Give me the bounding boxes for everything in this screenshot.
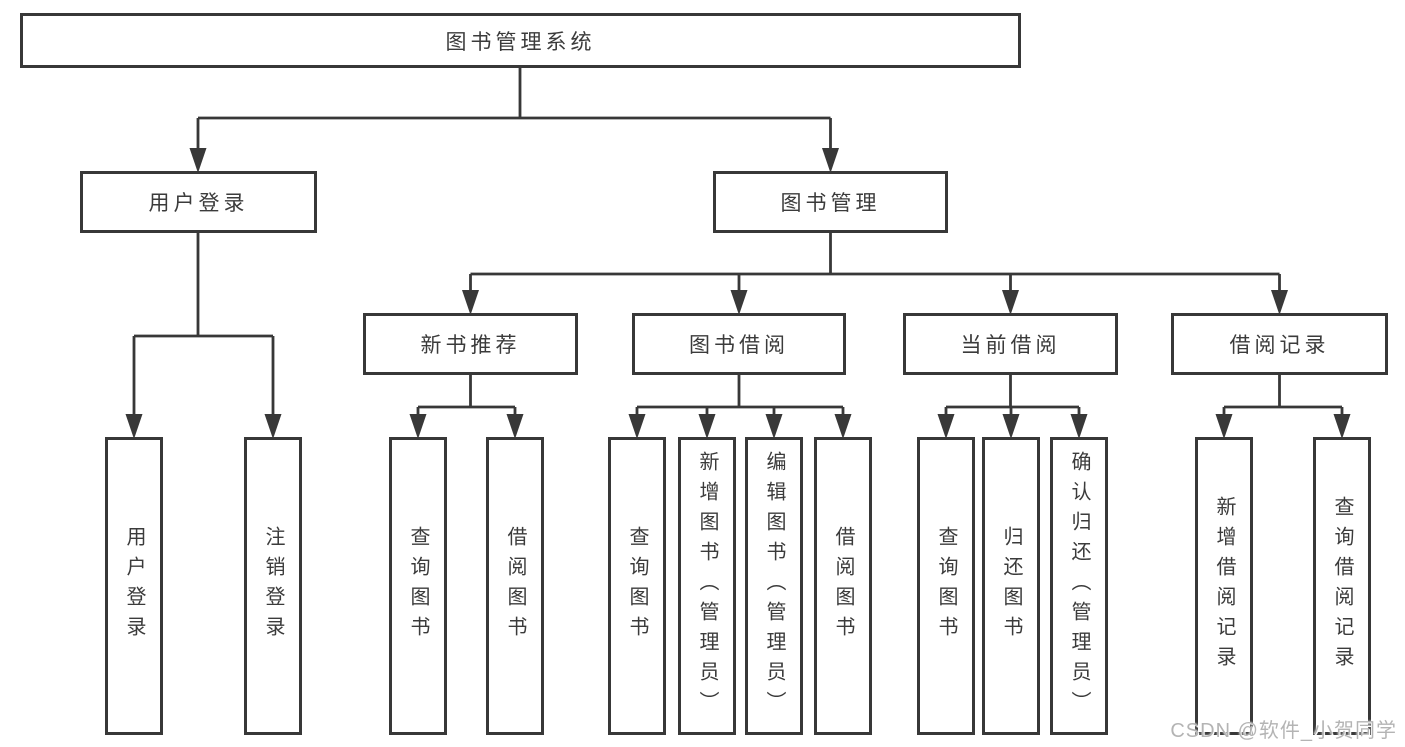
arrowhead: [1070, 414, 1088, 439]
arrowhead: [1333, 414, 1351, 439]
arrowhead: [1002, 414, 1020, 439]
arrowhead: [834, 414, 852, 439]
watermark: CSDN @软件_小贺同学: [1170, 720, 1397, 742]
leaf-borrow-books: 借阅图书: [814, 437, 872, 735]
arrowhead: [189, 148, 207, 173]
arrowhead: [462, 290, 479, 315]
edge-user-login-to-leaves: [125, 233, 282, 439]
leaf-return-books: 归还图书: [982, 437, 1040, 735]
arrowhead: [765, 414, 783, 439]
node-label: 确认归还（管理员）: [1068, 451, 1090, 721]
arrowhead: [1271, 290, 1288, 315]
edge-root-to-level2: [189, 68, 839, 173]
node-label: 用户登录: [123, 526, 145, 646]
leaf-logout: 注销登录: [244, 437, 302, 735]
node-label: 注销登录: [262, 526, 284, 646]
leaf-confirm-return-admin: 确认归还（管理员）: [1050, 437, 1108, 735]
leaf-query-borrow-record: 查询借阅记录: [1313, 437, 1371, 735]
node-label: 新书推荐: [420, 334, 521, 357]
node-new-book-recommendation: 新书推荐: [363, 313, 578, 375]
arrowhead: [125, 414, 143, 439]
edge-book-management-to-level3: [462, 233, 1288, 315]
node-label: 用户登录: [148, 192, 249, 215]
leaf-query-books-current: 查询图书: [917, 437, 975, 735]
node-label: 图书管理: [780, 192, 881, 215]
leaf-query-books-recommend: 查询图书: [389, 437, 447, 735]
node-label: 查询图书: [626, 526, 648, 646]
arrowhead: [506, 414, 524, 439]
node-label: 查询图书: [935, 526, 957, 646]
node-label: 查询图书: [407, 526, 429, 646]
node-label: 归还图书: [1000, 526, 1022, 646]
leaf-query-books-borrow: 查询图书: [608, 437, 666, 735]
node-borrowing-records: 借阅记录: [1171, 313, 1388, 375]
node-label: 图书借阅: [689, 334, 789, 357]
node-book-borrowing: 图书借阅: [632, 313, 846, 375]
arrowhead: [1002, 290, 1019, 315]
arrowhead: [937, 414, 955, 439]
node-label: 新增图书（管理员）: [696, 451, 718, 721]
arrowhead: [409, 414, 427, 439]
arrowhead: [264, 414, 282, 439]
arrowhead: [822, 148, 839, 173]
arrowhead: [698, 414, 716, 439]
node-book-management: 图书管理: [713, 171, 948, 233]
arrowhead: [1215, 414, 1233, 439]
edge-current-borrow-to-leaves: [937, 375, 1088, 439]
edge-book-borrow-to-leaves: [628, 375, 852, 439]
node-label: 借阅图书: [832, 526, 854, 646]
arrowhead: [628, 414, 646, 439]
leaf-add-borrow-record: 新增借阅记录: [1195, 437, 1253, 735]
node-label: 新增借阅记录: [1213, 496, 1235, 676]
node-label: 借阅图书: [504, 526, 526, 646]
node-label: 借阅记录: [1229, 334, 1330, 357]
arrowhead: [730, 290, 748, 315]
leaf-borrow-books-recommend: 借阅图书: [486, 437, 544, 735]
node-root: 图书管理系统: [20, 13, 1021, 68]
node-label: 当前借阅: [960, 334, 1061, 357]
edge-new-book-to-leaves: [409, 375, 524, 439]
edge-borrow-records-to-leaves: [1215, 375, 1351, 439]
node-user-login: 用户登录: [80, 171, 317, 233]
leaf-add-books-admin: 新增图书（管理员）: [678, 437, 736, 735]
node-label: 编辑图书（管理员）: [763, 451, 785, 721]
leaf-edit-books-admin: 编辑图书（管理员）: [745, 437, 803, 735]
node-label: 查询借阅记录: [1331, 496, 1353, 676]
node-current-borrowing: 当前借阅: [903, 313, 1118, 375]
leaf-user-login: 用户登录: [105, 437, 163, 735]
node-label: 图书管理系统: [445, 30, 596, 54]
